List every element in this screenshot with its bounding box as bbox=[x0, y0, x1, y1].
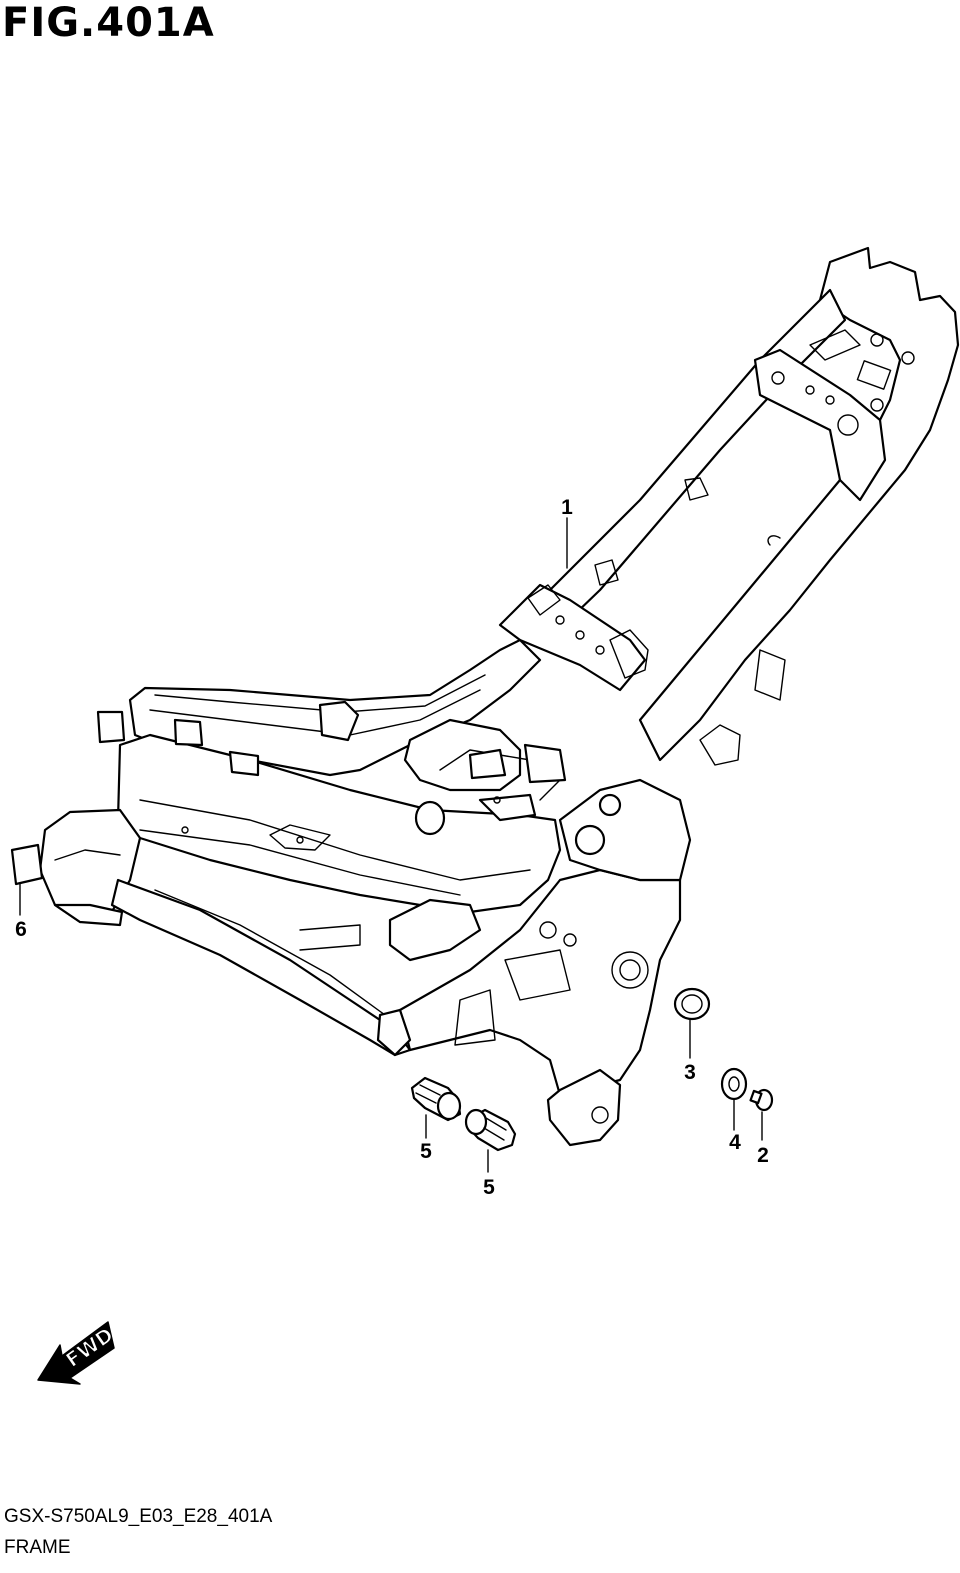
bush-icon[interactable] bbox=[410, 1076, 462, 1139]
callout-2: 2 bbox=[757, 1144, 769, 1167]
forward-arrow-icon: FWD bbox=[37, 1321, 118, 1385]
figure-name: FRAME bbox=[4, 1537, 71, 1558]
figure-code: GSX-S750AL9_E03_E28_401A bbox=[4, 1506, 273, 1527]
bush-icon[interactable] bbox=[464, 1108, 517, 1173]
callout-3: 3 bbox=[684, 1061, 696, 1084]
callout-5b: 5 bbox=[483, 1176, 495, 1199]
washer-icon[interactable] bbox=[720, 1067, 748, 1131]
callout-5a: 5 bbox=[420, 1140, 432, 1163]
frame-assembly-icon[interactable] bbox=[38, 246, 960, 1147]
callout-1: 1 bbox=[561, 496, 573, 519]
callout-6: 6 bbox=[15, 918, 27, 941]
cap-icon[interactable] bbox=[673, 987, 711, 1059]
figure-title: FIG.401A bbox=[2, 0, 215, 46]
cushion-pad-icon[interactable] bbox=[10, 843, 44, 916]
callout-4: 4 bbox=[729, 1131, 741, 1154]
bolt-icon[interactable] bbox=[749, 1088, 774, 1141]
